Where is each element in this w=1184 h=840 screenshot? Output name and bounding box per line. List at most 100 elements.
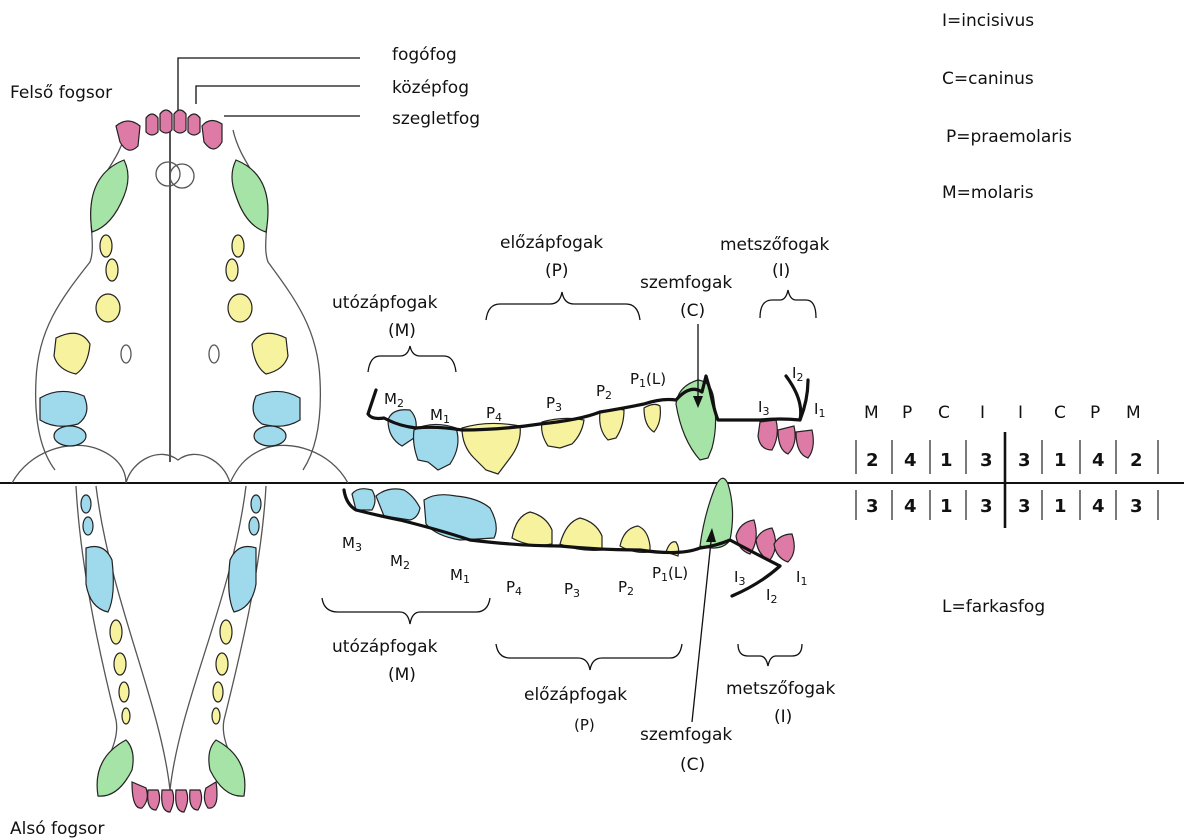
formula-header-cell: I bbox=[1018, 403, 1023, 423]
upper-premolar-group-label: előzápfogak bbox=[500, 233, 603, 253]
svg-text:P2: P2 bbox=[596, 382, 612, 402]
formula-upper-cell: 2 bbox=[866, 450, 879, 471]
formula-upper-cell: 3 bbox=[1018, 450, 1031, 471]
upper-side-premolar-tooth bbox=[644, 404, 660, 432]
lower-tooth-label-sub: 2 bbox=[770, 593, 777, 606]
formula-upper-cell: 3 bbox=[980, 450, 993, 471]
lower-molar-bracket bbox=[322, 598, 490, 624]
upper-incisor-tooth bbox=[188, 114, 200, 135]
lower-canine-group-label: szemfogak bbox=[640, 725, 732, 745]
formula-lower-cell: 3 bbox=[980, 496, 993, 517]
legend-wolf-tooth: L=farkasfog bbox=[942, 597, 1045, 617]
upper-tooth-label-letter: P bbox=[546, 394, 555, 412]
lower-incisor-tooth bbox=[190, 790, 202, 810]
svg-text:I3: I3 bbox=[734, 568, 745, 588]
lower-premolar-tooth bbox=[212, 708, 220, 724]
upper-skull-base-left bbox=[12, 445, 126, 483]
lower-tooth-label-letter: P bbox=[652, 564, 661, 582]
lower-premolar-tooth bbox=[213, 682, 223, 702]
lower-skull-outline bbox=[76, 486, 266, 790]
lower-canine-tooth bbox=[97, 740, 133, 796]
lower-molar-tooth bbox=[251, 495, 261, 513]
upper-tooth-label-letter: M bbox=[384, 390, 397, 408]
lower-side-molar-tooth bbox=[424, 495, 496, 540]
lower-jaw-side-view: utózápfogak (M) előzápfogak (P) szemfoga… bbox=[322, 478, 835, 775]
formula-upper-cell: 1 bbox=[940, 450, 953, 471]
formula-upper-cell: 1 bbox=[1054, 450, 1067, 471]
svg-text:M2: M2 bbox=[384, 390, 404, 410]
svg-text:P4: P4 bbox=[506, 578, 522, 598]
callout-label-1: fogófog bbox=[392, 45, 457, 65]
lower-side-incisor-tooth bbox=[774, 534, 794, 562]
upper-foramen-right bbox=[170, 164, 194, 188]
upper-molar-tooth bbox=[254, 426, 286, 446]
upper-incisor-group-abbr: (I) bbox=[772, 261, 790, 281]
formula-lower-cell: 3 bbox=[866, 496, 879, 517]
formula-lower-cell: 3 bbox=[1018, 496, 1031, 517]
formula-lower-cell: 4 bbox=[1092, 496, 1105, 517]
lower-molar-group-abbr: (M) bbox=[388, 665, 416, 685]
lower-canine-pointer bbox=[692, 532, 712, 722]
svg-text:I1: I1 bbox=[814, 400, 825, 420]
lower-molar-tooth bbox=[249, 517, 259, 535]
svg-text:M1: M1 bbox=[430, 406, 450, 426]
lower-incisor-group-abbr: (I) bbox=[774, 707, 792, 727]
legend-molar: M=molaris bbox=[942, 183, 1034, 203]
lower-tooth-label-sub: 3 bbox=[738, 575, 745, 588]
upper-tooth-label-letter: P bbox=[486, 404, 495, 422]
lower-molar-tooth bbox=[83, 517, 93, 535]
lower-tooth-label-letter: P bbox=[618, 578, 627, 596]
lower-premolar-tooth bbox=[119, 682, 129, 702]
legend-canine: C=caninus bbox=[942, 69, 1034, 89]
svg-text:P3: P3 bbox=[564, 580, 580, 600]
callout-line-2 bbox=[196, 86, 360, 104]
upper-incisor-tooth bbox=[202, 120, 222, 149]
lower-molar-tooth bbox=[81, 495, 91, 513]
svg-text:I2: I2 bbox=[792, 364, 803, 384]
upper-premolar-bracket bbox=[486, 292, 640, 320]
lower-tooth-label-letter: P bbox=[506, 578, 515, 596]
upper-tooth-label-sub: 1 bbox=[818, 407, 825, 420]
formula-upper-cell: 2 bbox=[1130, 450, 1143, 471]
lower-tooth-label-sub: 4 bbox=[515, 585, 522, 598]
callout-label-3: szegletfog bbox=[392, 109, 480, 129]
upper-side-incisor-tooth bbox=[758, 420, 777, 450]
svg-text:M3: M3 bbox=[342, 534, 362, 554]
upper-incisor-tooth bbox=[160, 110, 172, 133]
callout-label-2: középfog bbox=[392, 78, 469, 98]
lower-premolar-tooth bbox=[122, 708, 130, 724]
lower-tooth-label-sub: 2 bbox=[403, 559, 410, 572]
formula-lower-cell: 1 bbox=[940, 496, 953, 517]
lower-molar-group-label: utózápfogak bbox=[332, 637, 438, 657]
formula-header-cell: I bbox=[980, 403, 985, 423]
upper-molar-tooth bbox=[40, 391, 87, 426]
upper-jaw-title: Felső fogsor bbox=[10, 83, 112, 103]
formula-headers: M P C I I C P M bbox=[864, 403, 1141, 423]
lower-incisor-group-label: metszőfogak bbox=[726, 679, 835, 699]
upper-tooth-label-sub: 1 bbox=[443, 413, 450, 426]
formula-header-cell: P bbox=[1090, 403, 1100, 423]
upper-molar-bracket bbox=[368, 346, 456, 372]
lower-tooth-label-sub: 3 bbox=[573, 587, 580, 600]
upper-molar-tooth bbox=[253, 391, 300, 426]
upper-tooth-label-sub: 4 bbox=[495, 411, 502, 424]
lower-premolar-tooth bbox=[220, 620, 232, 644]
upper-incisor-group-label: metszőfogak bbox=[720, 235, 829, 255]
upper-premolar-tooth bbox=[228, 294, 252, 322]
callout-line-1 bbox=[178, 58, 360, 110]
lower-premolar-tooth bbox=[114, 653, 126, 675]
formula-header-cell: M bbox=[864, 403, 879, 423]
upper-side-premolar-tooth bbox=[600, 409, 624, 440]
svg-text:P2: P2 bbox=[618, 578, 634, 598]
formula-header-cell: P bbox=[902, 403, 912, 423]
lower-premolar-group-abbr: (P) bbox=[574, 716, 595, 734]
svg-text:M2: M2 bbox=[390, 552, 410, 572]
formula-header-cell: C bbox=[1054, 403, 1066, 423]
dental-formula: M P C I I C P M bbox=[856, 403, 1158, 528]
svg-text:M1: M1 bbox=[450, 566, 470, 586]
formula-upper-cell: 4 bbox=[904, 450, 917, 471]
lower-premolar-bracket bbox=[496, 644, 682, 670]
formula-lower-cell: 1 bbox=[1054, 496, 1067, 517]
lower-side-canine-tooth bbox=[700, 478, 733, 548]
